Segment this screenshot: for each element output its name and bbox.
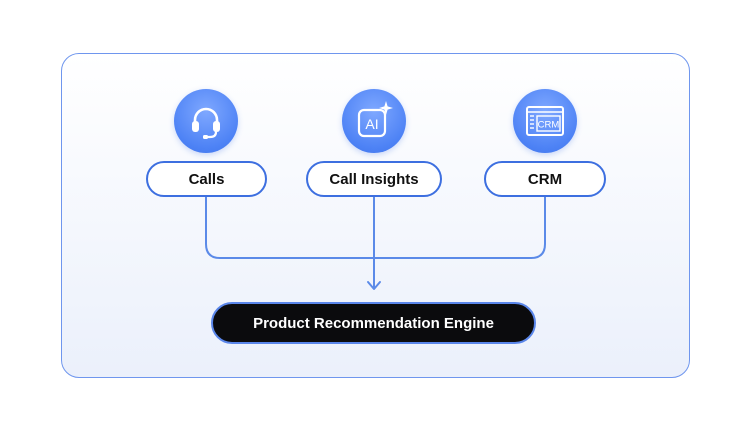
calls-icon-badge (174, 89, 238, 153)
source-node-crm: CRM (484, 161, 606, 197)
source-node-calls: Calls (146, 161, 267, 197)
call-insights-icon-badge: AI (342, 89, 406, 153)
target-node-engine: Product Recommendation Engine (211, 302, 536, 344)
target-label: Product Recommendation Engine (253, 314, 494, 332)
ai-badge-text: AI (365, 116, 378, 132)
source-label-crm: CRM (527, 170, 563, 188)
headset-icon (192, 107, 220, 139)
crm-icon-badge: CRM (513, 89, 577, 153)
ai-sparkle-icon: AI (357, 101, 393, 138)
source-label-calls: Calls (188, 170, 225, 188)
source-label-call-insights: Call Insights (329, 170, 419, 188)
source-node-call-insights: Call Insights (306, 161, 442, 197)
crm-window-icon: CRM (526, 106, 564, 136)
crm-badge-text: CRM (538, 120, 560, 131)
